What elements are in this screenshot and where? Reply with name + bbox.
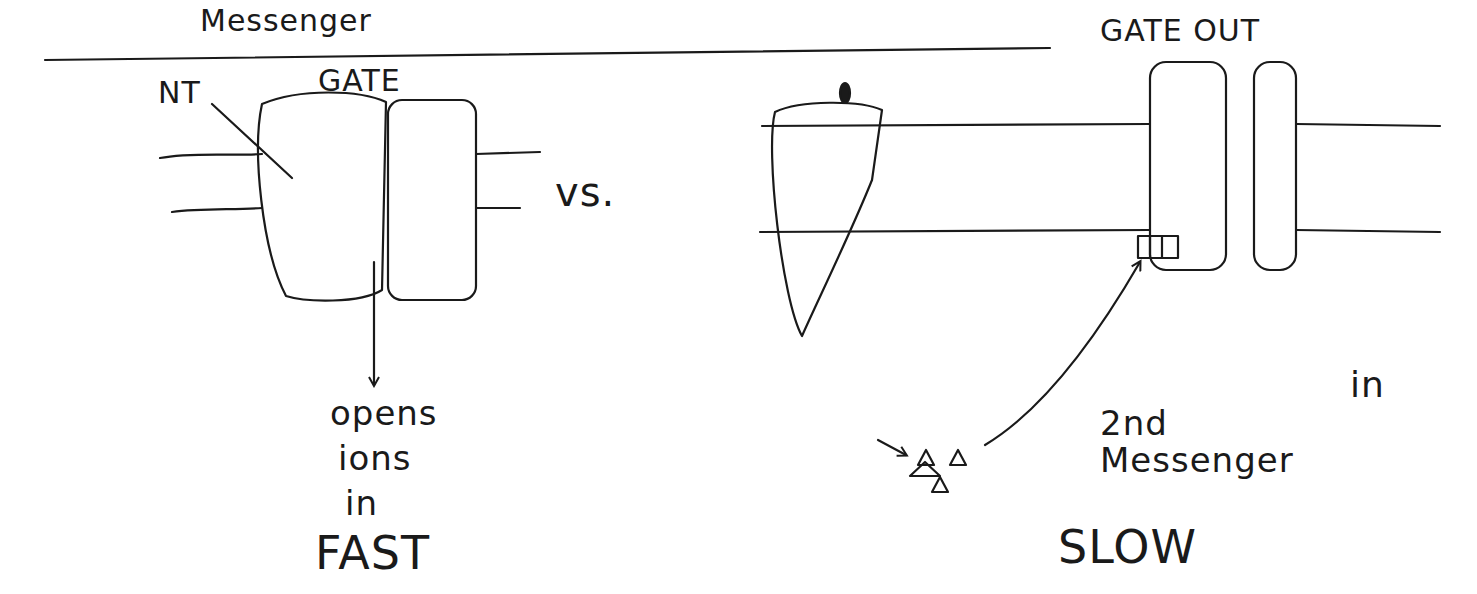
handwritten-label: FAST [315, 528, 430, 579]
membrane-line [476, 152, 540, 154]
gate-channel [1150, 62, 1226, 270]
ligand [840, 83, 850, 103]
handwritten-label: Messenger [200, 4, 372, 37]
handwritten-label: in [1350, 365, 1385, 405]
neurotransmitter-mark [212, 104, 292, 178]
handwritten-label: 2nd Messenger [1100, 405, 1320, 480]
binding-site [1150, 236, 1162, 258]
handwritten-label: ions [338, 440, 412, 477]
membrane-line [476, 207, 520, 209]
handwritten-label: vs. [555, 170, 615, 214]
second-messenger [950, 450, 966, 465]
second-messenger [932, 477, 948, 492]
second-messenger [918, 450, 934, 465]
arrow [878, 440, 906, 455]
receptor-triangle [772, 103, 882, 336]
membrane-line [762, 124, 1150, 126]
handwritten-label: NT [158, 76, 201, 109]
membrane-line [760, 230, 1150, 232]
membrane-line [1296, 230, 1440, 232]
membrane-line [1296, 124, 1440, 126]
membrane-line [160, 154, 262, 158]
handwritten-label: SLOW [1058, 522, 1197, 573]
handwritten-label: in [345, 485, 378, 522]
binding-site [1138, 236, 1178, 258]
gate-channel [1254, 62, 1296, 270]
handwritten-label: GATE OUT [1100, 14, 1260, 47]
handwritten-label: GATE [318, 64, 401, 97]
gate-channel [388, 100, 476, 300]
handwritten-label: opens [330, 395, 438, 432]
divider-line [45, 48, 1050, 60]
receptor-blob [258, 93, 386, 301]
membrane-line [172, 208, 262, 212]
arrow [373, 262, 375, 385]
